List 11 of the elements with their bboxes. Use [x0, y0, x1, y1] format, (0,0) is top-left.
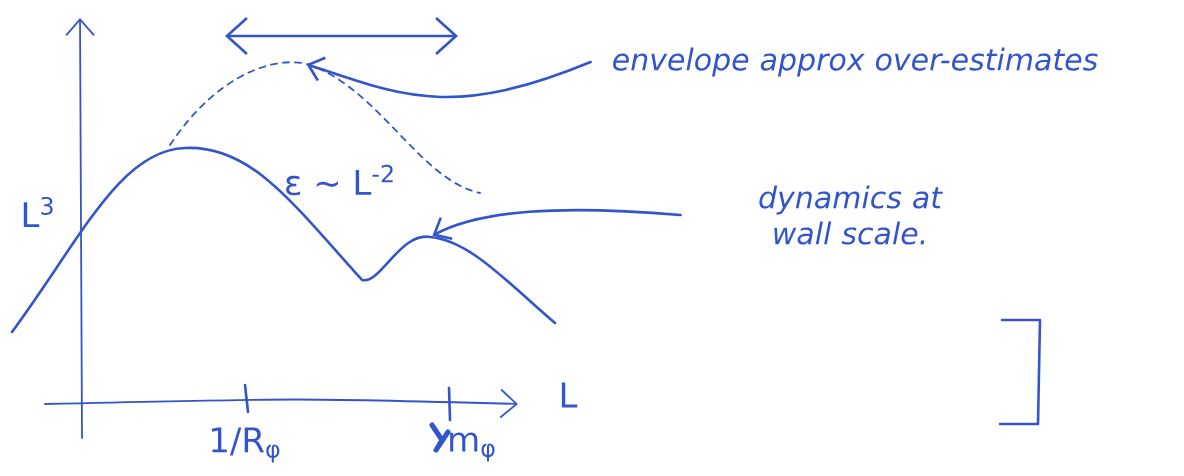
tick-label: 1/R$_{φ}$	[212, 427, 280, 463]
curve	[10, 146, 557, 334]
annotation-text: dynamics at wall scale.	[759, 185, 943, 245]
envelope-curve	[169, 61, 481, 194]
formula-label: ε ~ L$^{-2}$	[286, 164, 393, 196]
axis-label: L	[561, 382, 578, 408]
leader-arrow	[306, 56, 592, 99]
tick-label: m$_{φ}$	[450, 432, 495, 462]
leader-arrow	[432, 208, 682, 240]
axis-label: L$^{3}$	[23, 196, 53, 228]
annotation-text: envelope approx over-estimates	[613, 47, 1098, 77]
